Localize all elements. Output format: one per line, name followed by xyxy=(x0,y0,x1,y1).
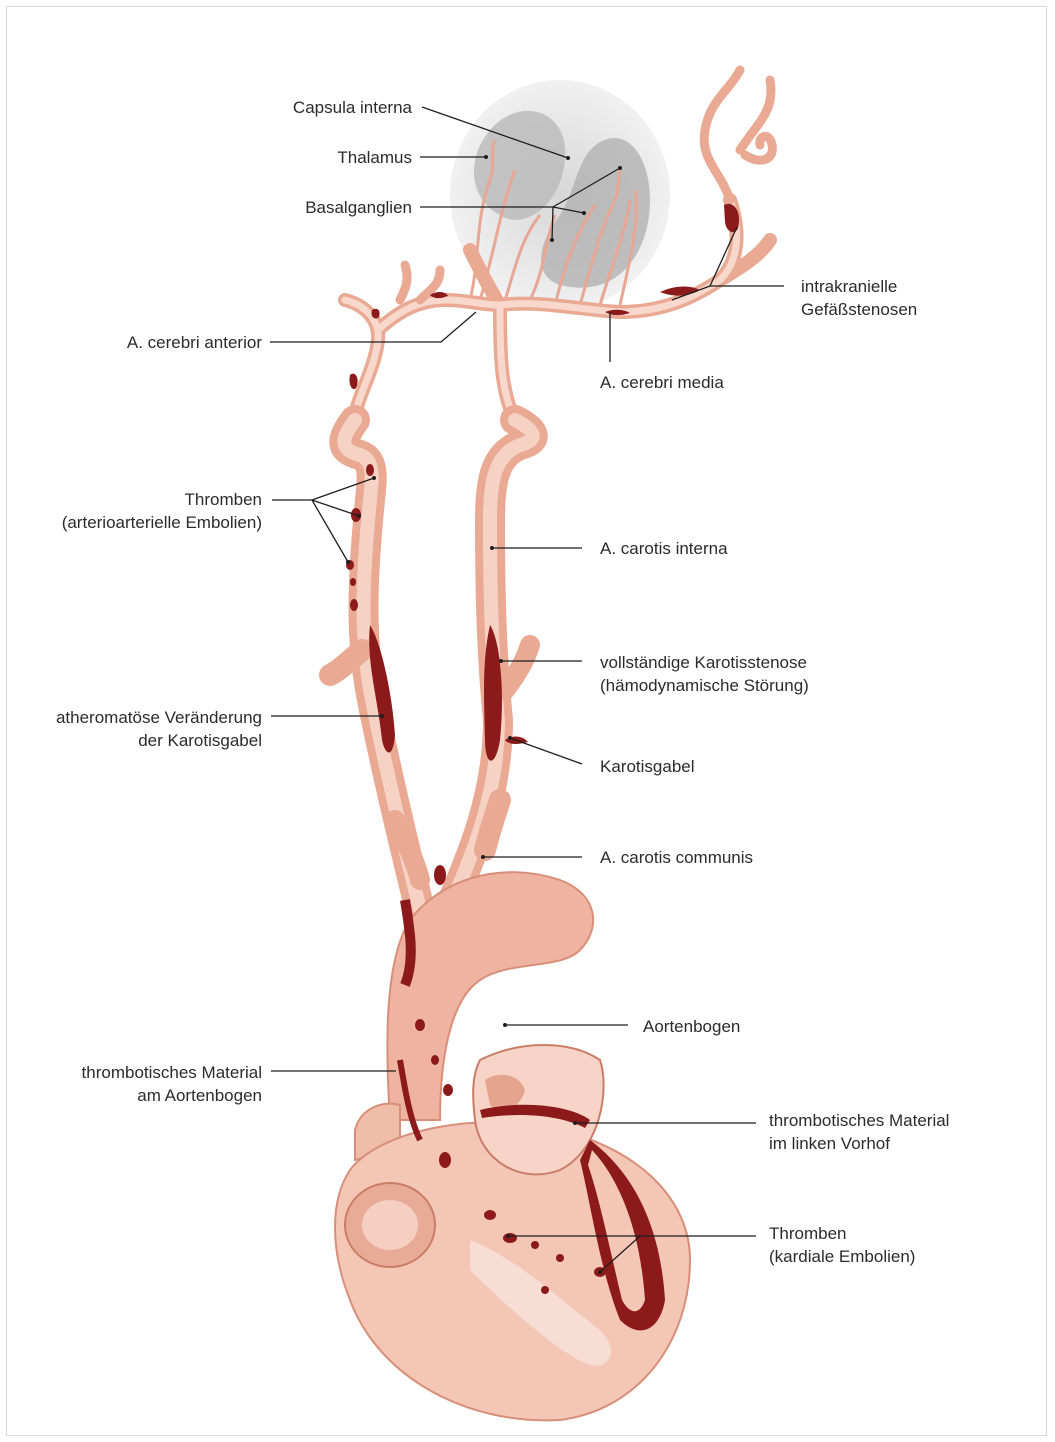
label-atheromatoese-veraenderung: atheromatöse Veränderung der Karotisgabe… xyxy=(56,706,262,752)
label-thrombotisches-material-vorhof: thrombotisches Material im linken Vorhof xyxy=(769,1109,949,1155)
label-thrombotisches-material-aortenbogen: thrombotisches Material am Aortenbogen xyxy=(82,1061,262,1107)
label-a-cerebri-anterior: A. cerebri anterior xyxy=(127,331,262,354)
label-a-carotis-interna: A. carotis interna xyxy=(600,537,728,560)
label-vollstaendige-karotisstenose: vollständige Karotisstenose (hämodynamis… xyxy=(600,651,809,697)
label-a-cerebri-media: A. cerebri media xyxy=(600,371,724,394)
label-thromben-kardial: Thromben (kardiale Embolien) xyxy=(769,1222,915,1268)
label-basalganglien: Basalganglien xyxy=(305,196,412,219)
label-thalamus: Thalamus xyxy=(337,146,412,169)
label-thromben-arterioarteriell: Thromben (arterioarterielle Embolien) xyxy=(62,488,262,534)
label-karotisgabel: Karotisgabel xyxy=(600,755,695,778)
carotid-arteries xyxy=(330,420,533,930)
label-capsula-interna: Capsula interna xyxy=(293,96,412,119)
label-aortenbogen: Aortenbogen xyxy=(643,1015,740,1038)
label-a-carotis-communis: A. carotis communis xyxy=(600,846,753,869)
heart xyxy=(335,800,690,1420)
label-intrakranielle-stenosen: intrakranielle Gefäßstenosen xyxy=(801,275,917,321)
